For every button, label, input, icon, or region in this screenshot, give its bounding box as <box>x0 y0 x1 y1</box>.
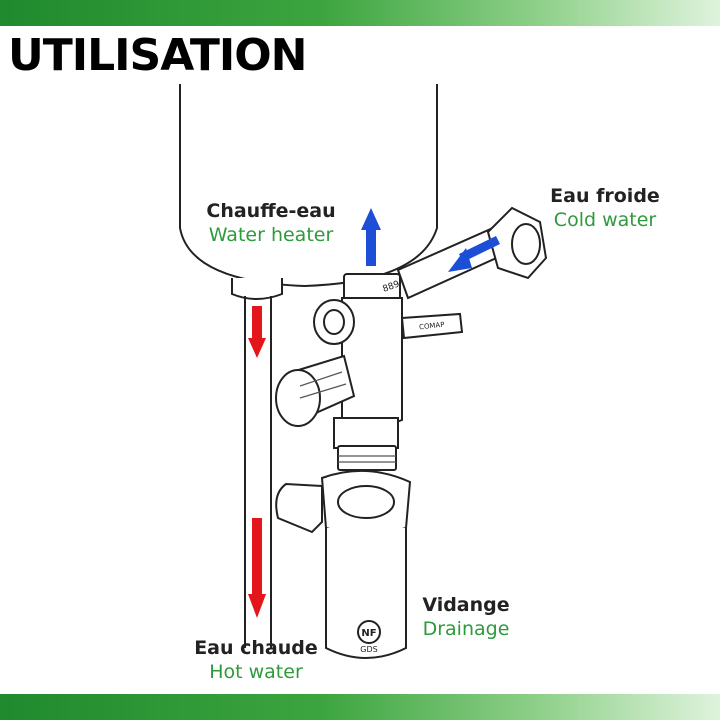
funnel-opening <box>337 485 395 519</box>
label-cold-water: Eau froide Cold water <box>540 185 670 233</box>
top-green-band <box>0 0 720 26</box>
lower-nut <box>337 445 397 471</box>
drain-elbow <box>275 482 323 534</box>
label-drainage-fr: Vidange <box>422 594 510 616</box>
page-title: UTILISATION <box>8 30 307 81</box>
hot-arrow-upper <box>248 306 266 358</box>
lever-handle <box>400 312 464 340</box>
label-drainage: Vidange Drainage <box>404 594 528 642</box>
brand-marking: COMAP <box>419 321 445 332</box>
label-water-heater-en: Water heater <box>208 223 334 246</box>
gds-marking: GDS <box>360 645 377 654</box>
bottom-green-band <box>0 694 720 720</box>
label-cold-water-en: Cold water <box>553 208 657 231</box>
label-water-heater-fr: Chauffe-eau <box>206 200 336 222</box>
nf-marking: NF <box>361 628 376 639</box>
lower-coupling <box>333 417 399 449</box>
cold-arrow-up <box>361 208 381 266</box>
hot-outlet-nut <box>231 278 283 300</box>
cold-arrow-inlet <box>448 236 500 272</box>
relief-knob-face <box>275 369 321 427</box>
label-hot-water-en: Hot water <box>209 660 303 683</box>
nf-logo <box>357 620 381 644</box>
inlet-nut-face <box>511 223 541 265</box>
label-water-heater: Chauffe-eau Water heater <box>198 200 344 248</box>
hot-arrow-lower <box>248 518 266 618</box>
water-heater-tank <box>179 84 438 288</box>
siphon-body <box>325 528 407 659</box>
label-hot-water: Eau chaude Hot water <box>188 637 324 685</box>
label-hot-water-fr: Eau chaude <box>194 637 318 659</box>
label-cold-water-fr: Eau froide <box>550 185 660 207</box>
side-knob-cap <box>323 309 345 335</box>
label-drainage-en: Drainage <box>422 617 510 640</box>
